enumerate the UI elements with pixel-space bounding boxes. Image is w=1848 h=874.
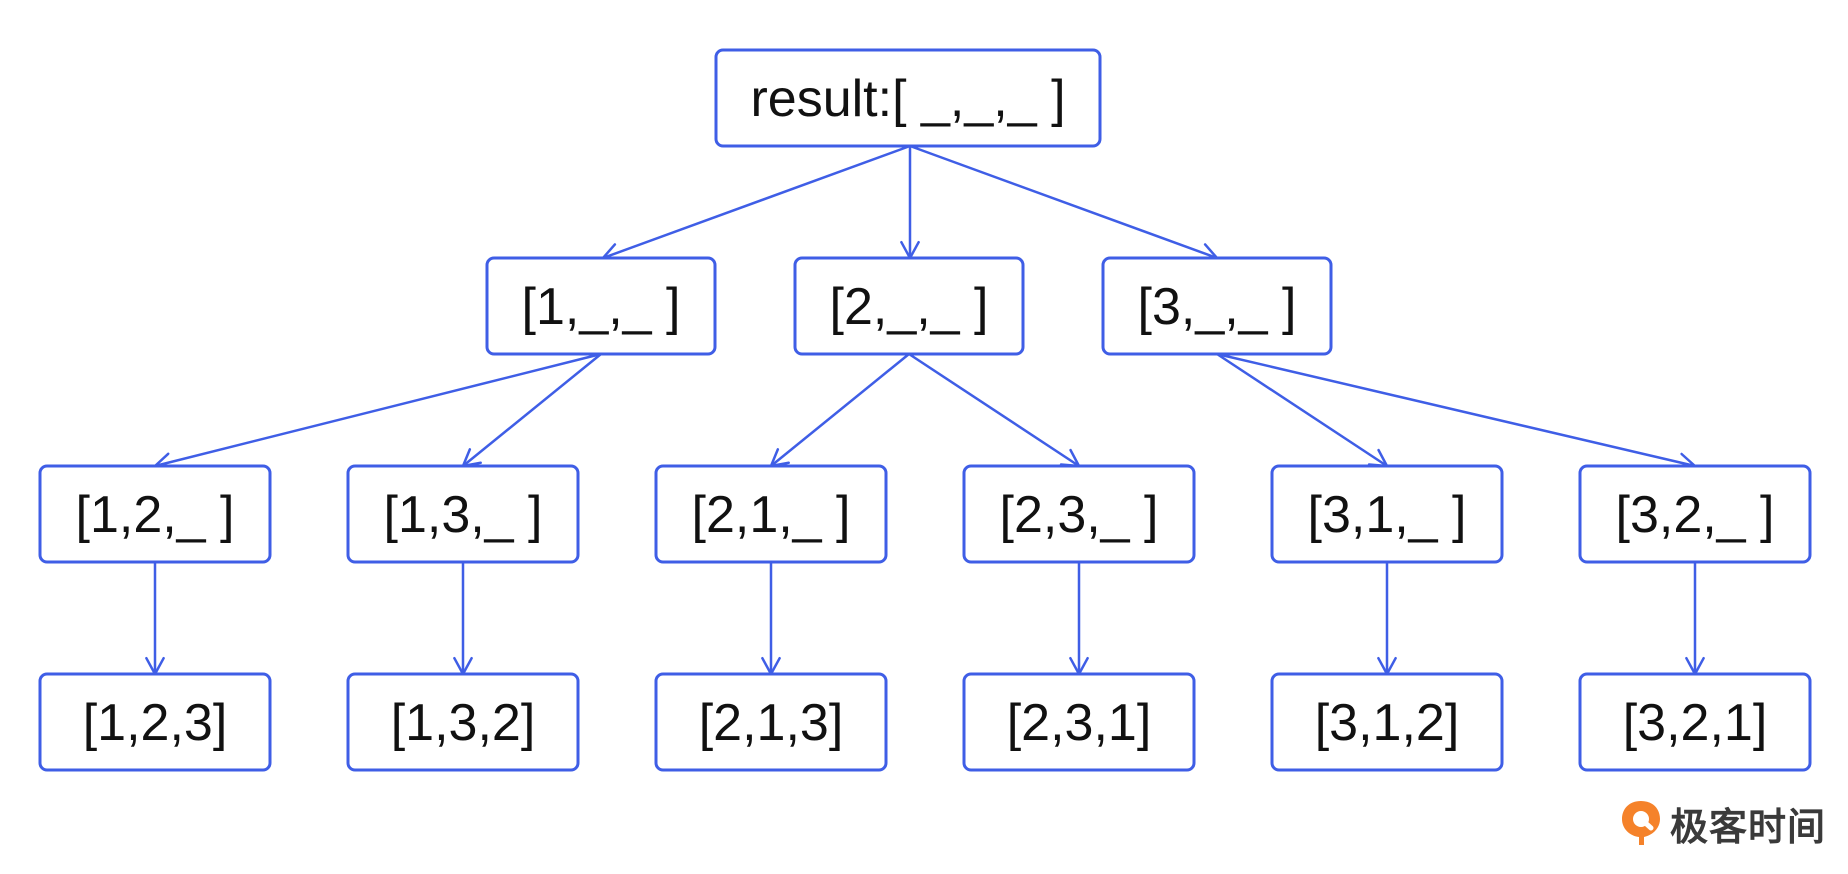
edge-l1-1-to-l2-12 — [153, 352, 602, 472]
node-label: [2,1,3] — [699, 694, 844, 752]
edge-l2-12-to-l3-123 — [145, 562, 165, 676]
node-box — [962, 464, 1196, 564]
geektime-logo-icon — [1622, 801, 1660, 845]
node-box — [485, 256, 717, 356]
node-box — [346, 464, 580, 564]
node-label: [1,2,_ ] — [76, 486, 235, 544]
edge-line — [602, 144, 911, 260]
edge-line — [1216, 352, 1388, 468]
tree-node-l2-32: [3,2,_ ] — [1578, 464, 1812, 564]
tree-node-l2-21: [2,1,_ ] — [654, 464, 888, 564]
node-box — [1270, 464, 1504, 564]
node-label: [2,1,_ ] — [692, 486, 851, 544]
tree-node-l2-13: [1,3,_ ] — [346, 464, 580, 564]
edge-l1-3-to-l2-31 — [1216, 352, 1389, 468]
edge-l1-2-to-l2-23 — [908, 352, 1081, 468]
edge-l2-32-to-l3-321 — [1685, 562, 1705, 676]
node-label: [3,2,_ ] — [1616, 486, 1775, 544]
node-box — [714, 48, 1102, 148]
tree-node-l3-231: [2,3,1] — [962, 672, 1196, 772]
node-label: [2,3,_ ] — [1000, 486, 1159, 544]
edge-line — [154, 352, 602, 468]
node-label: [3,_,_ ] — [1138, 278, 1297, 336]
node-label: [2,3,1] — [1007, 694, 1152, 752]
edge-line — [770, 353, 910, 467]
edge-root-to-l1-2 — [900, 146, 920, 260]
tree-node-l3-123: [1,2,3] — [38, 672, 272, 772]
node-label: [3,1,2] — [1315, 694, 1460, 752]
node-label: [1,3,2] — [391, 694, 536, 752]
tree-node-l1-2: [2,_,_ ] — [793, 256, 1025, 356]
edge-line — [908, 352, 1080, 468]
tree-node-l3-132: [1,3,2] — [346, 672, 580, 772]
tree-node-l1-3: [3,_,_ ] — [1101, 256, 1333, 356]
tree-node-l2-31: [3,1,_ ] — [1270, 464, 1504, 564]
node-label: [2,_,_ ] — [830, 278, 989, 336]
node-box — [38, 464, 272, 564]
edge-line — [909, 144, 1218, 260]
tree-node-l1-1: [1,_,_ ] — [485, 256, 717, 356]
edge-root-to-l1-1 — [601, 144, 911, 262]
node-label: [1,3,_ ] — [384, 486, 543, 544]
edge-l2-13-to-l3-132 — [453, 562, 473, 676]
node-box — [1578, 672, 1812, 772]
edge-line — [462, 353, 602, 467]
edge-line — [1216, 352, 1696, 468]
node-label: result:[ _,_,_ ] — [750, 70, 1065, 128]
node-box — [346, 672, 580, 772]
nodes-layer: result:[ _,_,_ ] [1,_,_ ] [2,_,_ ] [3,_,_ ]… — [38, 48, 1812, 772]
node-box — [1270, 672, 1504, 772]
node-box — [962, 672, 1196, 772]
node-label: [3,1,_ ] — [1308, 486, 1467, 544]
edge-l1-3-to-l2-32 — [1216, 352, 1697, 473]
node-box — [1578, 464, 1812, 564]
tree-node-l2-12: [1,2,_ ] — [38, 464, 272, 564]
brand-name: 极客时间 — [1670, 804, 1827, 849]
edge-root-to-l1-3 — [909, 144, 1219, 262]
edges-layer — [145, 144, 1705, 676]
node-label: [1,2,3] — [83, 694, 228, 752]
tree-node-l2-23: [2,3,_ ] — [962, 464, 1196, 564]
node-box — [654, 464, 888, 564]
brand-watermark: 极客时间 — [1618, 796, 1826, 850]
node-box — [793, 256, 1025, 356]
node-box — [654, 672, 888, 772]
node-label: [1,_,_ ] — [522, 278, 681, 336]
edge-l2-23-to-l3-231 — [1069, 562, 1089, 676]
edge-l2-21-to-l3-213 — [761, 562, 781, 676]
edge-l1-2-to-l2-21 — [769, 353, 910, 468]
edge-l2-31-to-l3-312 — [1377, 562, 1397, 676]
tree-node-l3-213: [2,1,3] — [654, 672, 888, 772]
node-label: [3,2,1] — [1623, 694, 1768, 752]
tree-node-l3-312: [3,1,2] — [1270, 672, 1504, 772]
node-box — [1101, 256, 1333, 356]
tree-node-l3-321: [3,2,1] — [1578, 672, 1812, 772]
node-box — [38, 672, 272, 772]
tree-node-root: result:[ _,_,_ ] — [714, 48, 1102, 148]
